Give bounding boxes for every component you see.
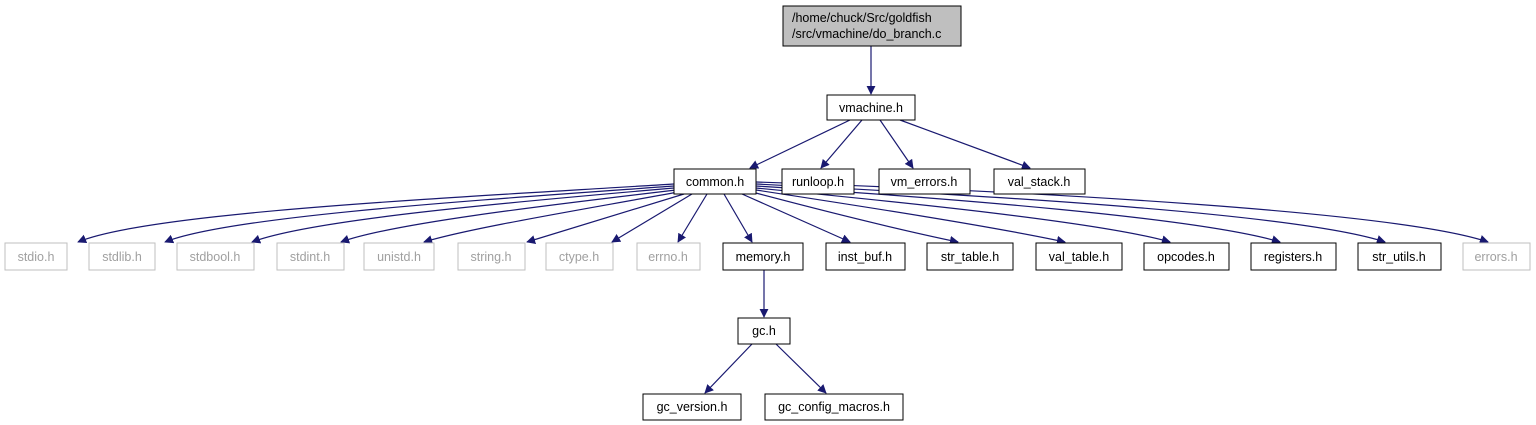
node-str-table-h[interactable]: str_table.h	[926, 242, 1014, 271]
edge-common-errno	[677, 193, 708, 243]
node-label: stdlib.h	[102, 250, 142, 264]
edge-common-str-utils	[755, 183, 1386, 244]
node-vm-errors-h[interactable]: vm_errors.h	[878, 168, 971, 195]
node-runloop-h[interactable]: runloop.h	[781, 168, 855, 195]
node-stdlib-h[interactable]: stdlib.h	[88, 242, 156, 271]
node-errors-h[interactable]: errors.h	[1462, 242, 1531, 271]
node-val-table-h[interactable]: val_table.h	[1035, 242, 1123, 271]
edge-common-inst-buf	[741, 193, 851, 243]
node-ctype-h[interactable]: ctype.h	[545, 242, 614, 271]
edge-common-val-table	[755, 189, 1066, 245]
node-label: gc.h	[752, 324, 776, 338]
node-label: common.h	[686, 175, 744, 189]
node-errno-h[interactable]: errno.h	[636, 242, 701, 271]
edge-gc-gc-version	[704, 343, 753, 394]
edge-gc-gc-config-macros	[775, 343, 827, 394]
node-opcodes-h[interactable]: opcodes.h	[1143, 242, 1230, 271]
edge-common-errors	[755, 181, 1489, 244]
node-label: stdio.h	[18, 250, 55, 264]
node-label: stdbool.h	[190, 250, 241, 264]
node-label: vm_errors.h	[891, 175, 958, 189]
node-label: gc_version.h	[657, 400, 728, 414]
edge-common-stdlib	[164, 185, 675, 244]
edge-common-unistd	[423, 191, 679, 244]
node-common-h[interactable]: common.h	[673, 168, 757, 195]
node-label: errno.h	[648, 250, 688, 264]
edge-vmachine-vm-errors	[879, 119, 914, 169]
edge-common-stdbool	[251, 187, 675, 244]
node-string-h[interactable]: string.h	[457, 242, 526, 271]
node-gc-config-macros-h[interactable]: gc_config_macros.h	[764, 393, 904, 421]
node-stdbool-h[interactable]: stdbool.h	[176, 242, 255, 271]
edge-vmachine-runloop	[820, 119, 863, 169]
root-path-line-1: /home/chuck/Src/goldfish	[792, 11, 932, 25]
node-label: runloop.h	[792, 175, 844, 189]
node-label: registers.h	[1264, 250, 1322, 264]
node-label: gc_config_macros.h	[778, 400, 890, 414]
node-root-file[interactable]: /home/chuck/Src/goldfish /src/vmachine/d…	[782, 5, 962, 47]
node-label: vmachine.h	[839, 101, 903, 115]
edge-common-str-table	[751, 191, 959, 245]
node-label: inst_buf.h	[838, 250, 892, 264]
node-gc-h[interactable]: gc.h	[737, 317, 791, 345]
node-registers-h[interactable]: registers.h	[1250, 242, 1337, 271]
node-label: str_utils.h	[1372, 250, 1426, 264]
edge-common-opcodes	[755, 187, 1171, 245]
node-stdint-h[interactable]: stdint.h	[276, 242, 345, 271]
edge-common-stdint	[340, 189, 677, 244]
edge-common-string	[526, 193, 685, 244]
node-label: stdint.h	[290, 250, 330, 264]
node-label: unistd.h	[377, 250, 421, 264]
node-label: str_table.h	[941, 250, 999, 264]
edge-vmachine-val-stack	[899, 119, 1031, 170]
node-label: ctype.h	[559, 250, 599, 264]
node-gc-version-h[interactable]: gc_version.h	[642, 393, 742, 421]
edge-common-ctype	[611, 193, 693, 243]
node-str-utils-h[interactable]: str_utils.h	[1357, 242, 1442, 271]
node-inst-buf-h[interactable]: inst_buf.h	[825, 242, 906, 271]
root-path-line-2: /src/vmachine/do_branch.c	[792, 27, 941, 41]
node-label: errors.h	[1474, 250, 1517, 264]
node-label: opcodes.h	[1157, 250, 1215, 264]
edge-common-memory	[723, 193, 753, 243]
node-vmachine-h[interactable]: vmachine.h	[826, 94, 916, 121]
node-memory-h[interactable]: memory.h	[722, 242, 804, 271]
edge-vmachine-common	[749, 119, 851, 169]
node-label: string.h	[471, 250, 512, 264]
node-stdio-h[interactable]: stdio.h	[4, 242, 68, 271]
node-label: val_stack.h	[1008, 175, 1071, 189]
edge-common-stdio	[77, 183, 675, 244]
node-label: memory.h	[736, 250, 791, 264]
node-label: val_table.h	[1049, 250, 1110, 264]
node-unistd-h[interactable]: unistd.h	[363, 242, 435, 271]
node-val-stack-h[interactable]: val_stack.h	[993, 168, 1086, 195]
